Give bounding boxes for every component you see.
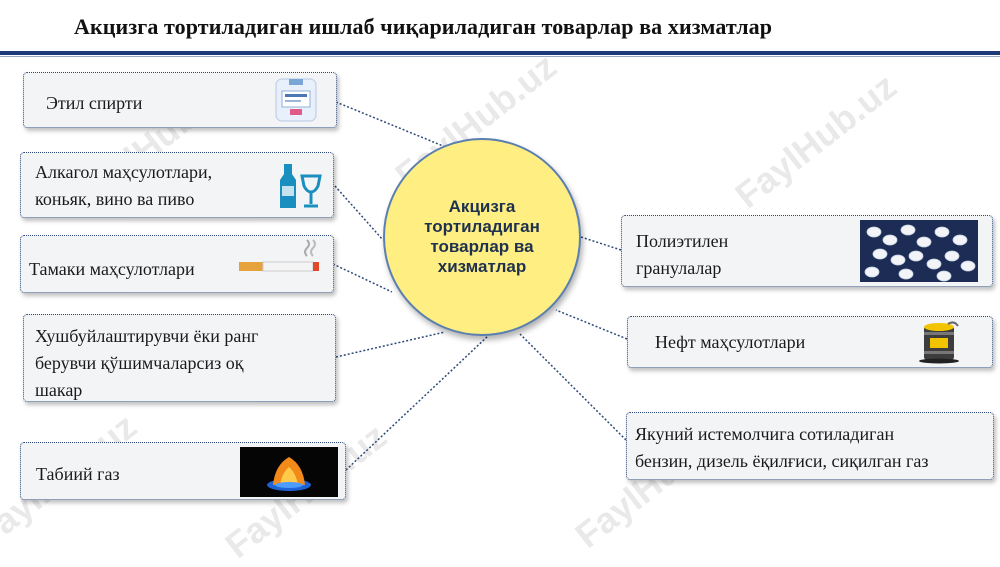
granules-icon (860, 220, 978, 287)
connector-fuel (519, 333, 627, 441)
item-alcohol-label-1: Алкагол маҳсулотлари, (35, 162, 213, 182)
connector-oil (555, 309, 628, 340)
central-topic: Акцизга тортиладиган товарлар ва хизматл… (383, 138, 581, 336)
item-alcohol-label-2: коньяк, вино ва пиво (35, 189, 195, 209)
oil-barrel-icon (910, 318, 968, 369)
item-fuel-label-1: Якуний истемолчига сотиладиган (635, 424, 895, 444)
item-sugar (23, 314, 336, 402)
central-topic-line-4: хизматлар (437, 257, 527, 276)
slide-title: Акцизга тортиладиган ишлаб чиқариладиган… (74, 14, 773, 39)
item-oil-products-label: Нефт маҳсулотлари (655, 332, 806, 352)
item-polyethylene-label-2: гранулалар (636, 258, 722, 278)
bottle-label-icon (272, 77, 320, 128)
item-sugar-label-2: берувчи қўшимчаларсиз оқ (35, 353, 244, 373)
connector-polyethylene (580, 236, 622, 251)
connector-ethyl (335, 101, 449, 149)
cigarette-icon (237, 238, 323, 283)
connector-tobacco (332, 263, 393, 293)
item-tobacco-label: Тамаки маҳсулотлари (29, 259, 195, 279)
item-natural-gas-label: Табиий газ (36, 464, 120, 484)
connector-alcohol (334, 185, 384, 241)
title-divider (0, 51, 1000, 55)
wine-bottle-glass-icon (274, 162, 324, 215)
connector-gas (345, 335, 489, 471)
item-fuel (626, 412, 994, 480)
title-divider-thin (0, 56, 1000, 57)
central-topic-line-3: товарлар ва (430, 237, 534, 256)
gas-flame-icon (240, 447, 338, 502)
central-topic-line-1: Акцизга (448, 197, 516, 216)
item-ethyl-spirit-label: Этил спирти (46, 93, 143, 113)
central-topic-line-2: тортиладиган (424, 217, 540, 236)
item-polyethylene-label-1: Полиэтилен (636, 231, 729, 251)
item-sugar-label-3: шакар (35, 380, 83, 400)
item-fuel-label-2: бензин, дизель ёқилғиси, сиқилган газ (635, 451, 929, 471)
item-sugar-label-1: Хушбуйлаштирувчи ёки ранг (35, 326, 259, 346)
connector-sugar (335, 331, 446, 358)
